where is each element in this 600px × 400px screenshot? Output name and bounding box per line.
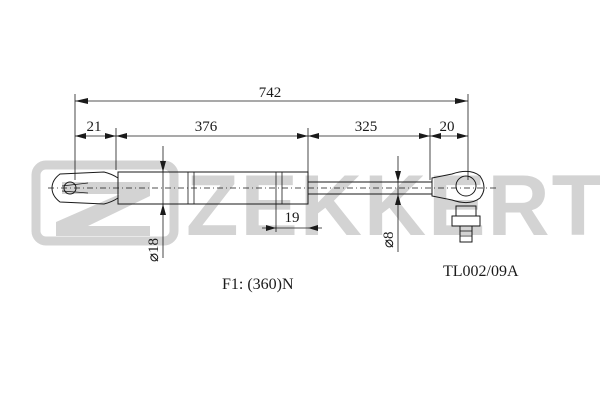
dim-rod: 325 [355, 119, 378, 135]
dim-right-end: 20 [440, 119, 455, 135]
watermark-brand: ZEKKERT [186, 158, 600, 254]
watermark-z-mark [56, 182, 150, 236]
dim-overall-length: 742 [259, 85, 282, 101]
dim-rod-diameter: ⌀8 [381, 156, 401, 252]
watermark-logo: ZEKKERT [31, 158, 600, 254]
dim-overall: 742 [75, 85, 468, 104]
watermark-z-box [31, 160, 179, 246]
left-end-hole [63, 181, 77, 195]
dim-cylinder-diameter-value: ⌀18 [146, 238, 162, 262]
dim-rod-diameter-value: ⌀8 [381, 231, 397, 248]
dim-cylinder-diameter: ⌀18 [146, 146, 166, 262]
right-end-socket [431, 170, 485, 204]
dim-cylinder: 376 [195, 119, 218, 135]
dim-shoulder-value: 19 [285, 210, 300, 226]
stud-thread [459, 225, 473, 243]
gas-spring [51, 170, 485, 243]
dim-left-end: 21 [87, 119, 102, 135]
force-note: F1: (360)N [222, 276, 294, 293]
dim-row-segments: 21 376 325 20 [75, 119, 468, 139]
extension-lines [74, 94, 469, 232]
part-number: TL002/09A [443, 263, 519, 280]
left-end-slot-lower [61, 190, 89, 194]
dim-shoulder: 19 [262, 210, 322, 231]
left-end-slot [61, 182, 89, 187]
right-ball [455, 175, 477, 197]
left-end-fitting [51, 171, 119, 205]
